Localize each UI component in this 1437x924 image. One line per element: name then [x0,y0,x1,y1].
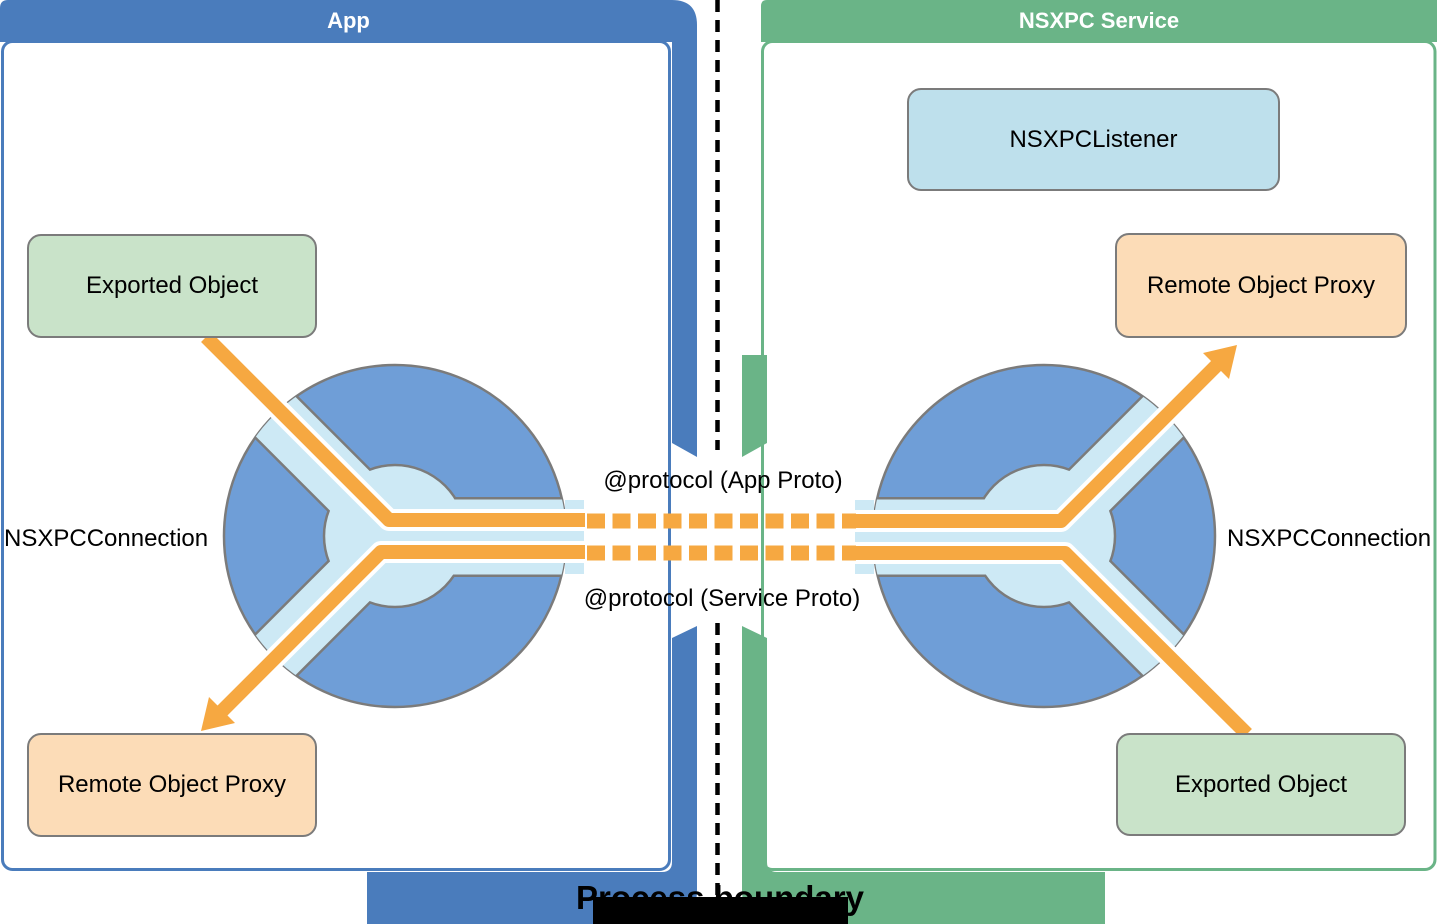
service-frame-top [761,0,1437,42]
app-nsxpcconnection-label: NSXPCConnection [4,525,209,552]
service-remote-object-proxy-box: Remote Object Proxy [1115,233,1407,338]
process-boundary-banner [593,897,848,924]
service-nsxpclistener-box: NSXPCListener [907,88,1280,191]
arrowhead-to-service-proxy [1203,345,1237,379]
app-panel-title: App [327,8,370,33]
connection-to-app-proxy-line [214,545,585,719]
service-panel-title: NSXPC Service [1018,8,1180,33]
arrowhead-to-app-proxy [201,697,235,731]
app-exported-to-connection-line [201,332,585,527]
service-proto-label: @protocol (Service Proto) [583,585,861,612]
service-nsxpcconnection-label: NSXPCConnection [1227,525,1432,552]
service-frame-mid [742,355,767,457]
process-boundary-label: Process boundary [576,879,865,916]
app-exported-object-box: Exported Object [27,234,317,338]
service-exported-to-connection-line [855,546,1252,739]
connection-to-service-proxy-line [855,356,1226,528]
service-frame-bottom-hook [742,626,1105,924]
app-proto-label: @protocol (App Proto) [603,467,843,494]
app-remote-object-proxy-box: Remote Object Proxy [27,733,317,837]
service-exported-object-box: Exported Object [1116,733,1406,836]
app-frame-bottom-hook [367,626,697,924]
